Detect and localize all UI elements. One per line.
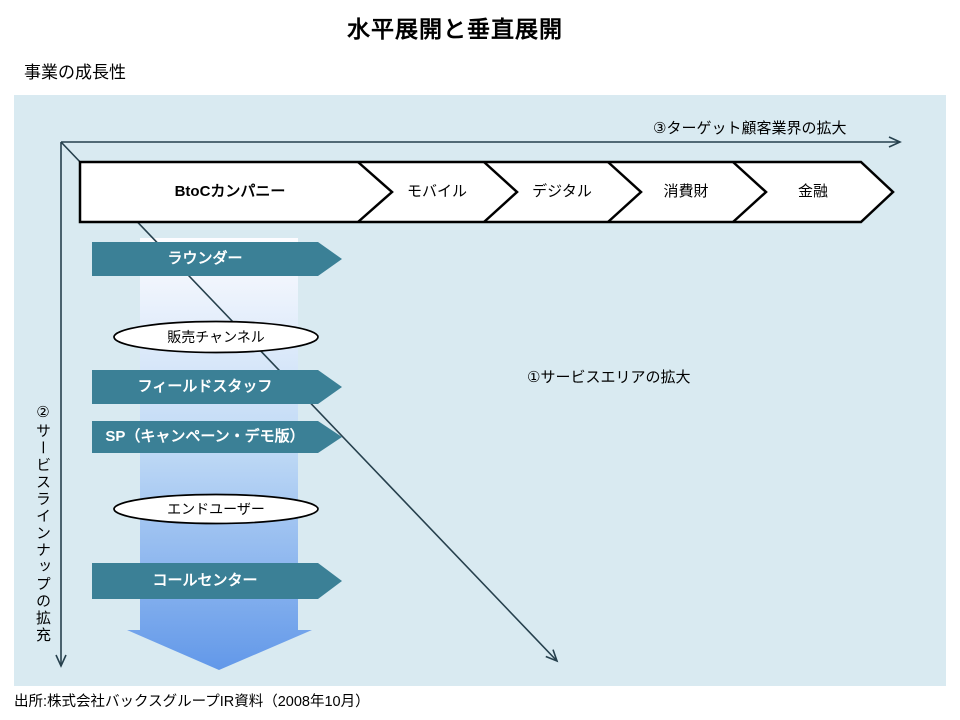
oval-shape: [113, 320, 319, 354]
service-arrow-shape: [92, 370, 342, 404]
service-arrow-label-call-center: コールセンター: [152, 572, 258, 589]
chevron-separator: [357, 161, 394, 223]
service-arrow-label-field-staff: フィールドスタッフ: [137, 378, 273, 395]
chevron-label-consumer-goods: 消費財: [663, 183, 709, 200]
annotation-service-area-expansion: ①サービスエリアの拡大: [527, 369, 691, 386]
chevron-label-finance: 金融: [797, 183, 828, 200]
service-arrow-label-sp: SP（キャンペーン・デモ版）: [105, 428, 305, 445]
slide-subtitle: 事業の成長性: [24, 63, 126, 82]
chevron-separator: [483, 161, 519, 223]
slide-title: 水平展開と垂直展開: [347, 16, 563, 42]
service-arrow-shape: [92, 242, 342, 276]
annotation-target-industry-expansion: ③ターゲット顧客業界の拡大: [653, 120, 847, 137]
chevron-separator: [607, 161, 643, 223]
chevron-separator: [732, 161, 768, 223]
oval-shape: [113, 493, 319, 525]
service-arrow-label-rounder: ラウンダー: [167, 250, 243, 267]
annotation-service-lineup-expansion: ②サービスラインナップの拡充: [34, 403, 51, 644]
oval-label-end-user: エンドユーザー: [167, 501, 265, 517]
service-arrow-shape: [92, 563, 342, 599]
service-arrow-shape: [92, 421, 342, 453]
vertical-gradient-arrow: [127, 238, 312, 670]
oval-label-sales-channel: 販売チャンネル: [167, 329, 265, 345]
chevron-band: [78, 160, 895, 224]
chevron-label-mobile: モバイル: [406, 183, 467, 200]
source-note: 出所:株式会社バックスグループIR資料（2008年10月）: [14, 694, 370, 710]
chevron-label-digital: デジタル: [532, 183, 592, 200]
chevron-label-btoc: BtoCカンパニー: [174, 183, 286, 200]
